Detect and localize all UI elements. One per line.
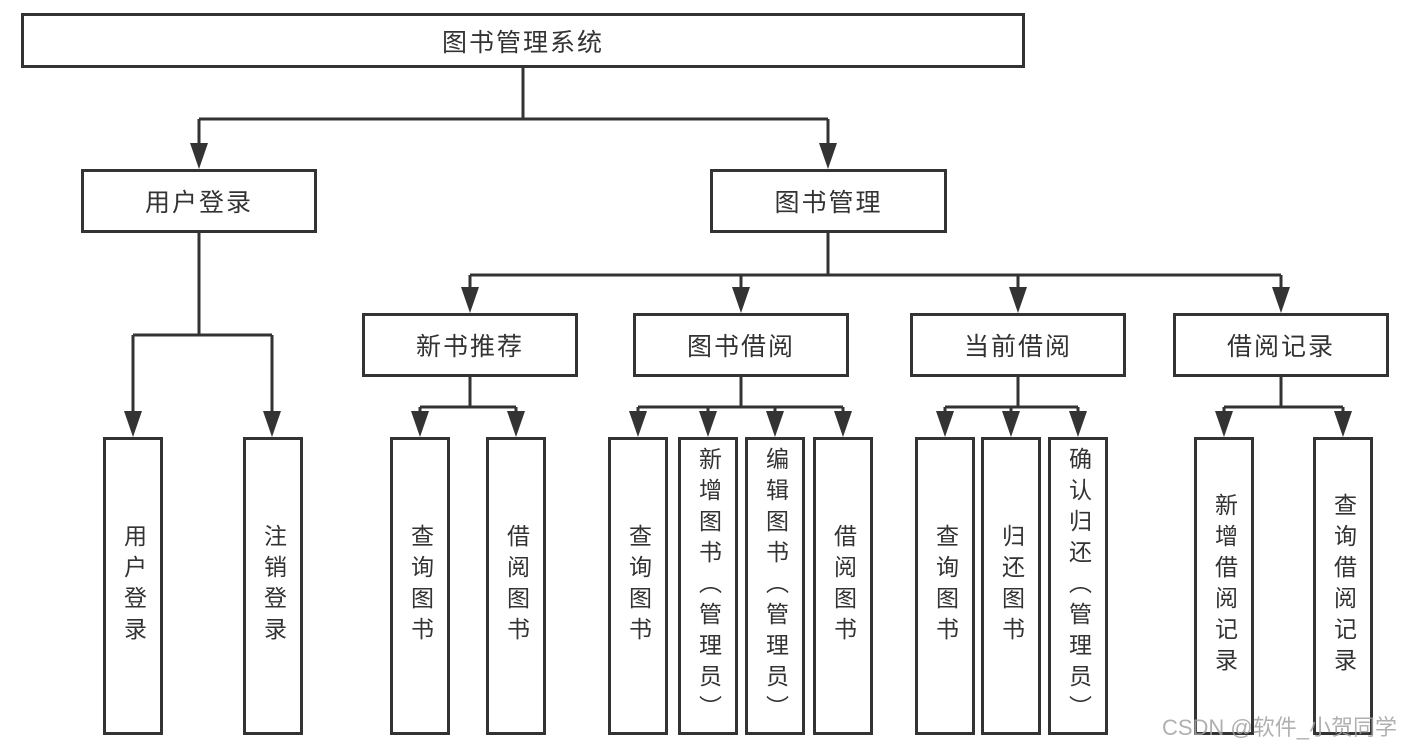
leaf-recommend-query-books: 查询图书 (390, 437, 450, 735)
node-label: 查询图书 (625, 524, 652, 648)
leaf-borrowing-query-books: 查询图书 (608, 437, 668, 735)
leaf-records-add-record: 新增借阅记录 (1194, 437, 1254, 735)
node-label: 查询图书 (932, 524, 959, 648)
node-book-borrowing: 图书借阅 (633, 313, 849, 377)
arrowheads (124, 143, 1352, 437)
node-library-system: 图书管理系统 (21, 13, 1025, 68)
leaf-records-query-record: 查询借阅记录 (1313, 437, 1373, 735)
leaf-recommend-borrow-books: 借阅图书 (486, 437, 546, 735)
node-label: 新书推荐 (415, 333, 524, 361)
node-book-management: 图书管理 (710, 169, 947, 233)
leaf-logout: 注销登录 (243, 437, 303, 735)
leaf-borrowing-borrow-books: 借阅图书 (813, 437, 873, 735)
leaf-current-query-books: 查询图书 (915, 437, 975, 735)
node-current-borrowing: 当前借阅 (910, 313, 1126, 377)
node-label: 注销登录 (260, 524, 287, 648)
node-label: 新增借阅记录 (1211, 493, 1238, 679)
node-new-book-recommendation: 新书推荐 (362, 313, 578, 377)
node-label: 图书管理 (774, 189, 883, 217)
node-label: 查询借阅记录 (1330, 493, 1357, 679)
node-label: 用户登录 (120, 524, 147, 648)
leaf-current-confirm-return-admin: 确认归还（管理员） (1048, 437, 1108, 735)
node-borrowing-records: 借阅记录 (1173, 313, 1389, 377)
node-user-login: 用户登录 (81, 169, 317, 233)
leaf-current-return-books: 归还图书 (981, 437, 1041, 735)
node-label: 当前借阅 (963, 333, 1072, 361)
node-label: 图书借阅 (686, 333, 795, 361)
node-label: 借阅图书 (830, 524, 857, 648)
csdn-watermark: CSDN @软件_小贺同学 (1161, 715, 1397, 740)
node-label: 图书管理系统 (441, 28, 604, 57)
leaf-borrowing-add-books-admin: 新增图书（管理员） (678, 437, 738, 735)
node-label: 新增图书（管理员） (695, 446, 722, 726)
node-label: 借阅记录 (1226, 333, 1335, 361)
node-label: 查询图书 (407, 524, 434, 648)
leaf-borrowing-edit-books-admin: 编辑图书（管理员） (745, 437, 805, 735)
node-label: 归还图书 (998, 524, 1025, 648)
node-label: 借阅图书 (503, 524, 530, 648)
leaf-user-login: 用户登录 (103, 437, 163, 735)
node-label: 编辑图书（管理员） (762, 446, 789, 726)
node-label: 用户登录 (144, 189, 253, 217)
node-label: 确认归还（管理员） (1065, 446, 1092, 726)
